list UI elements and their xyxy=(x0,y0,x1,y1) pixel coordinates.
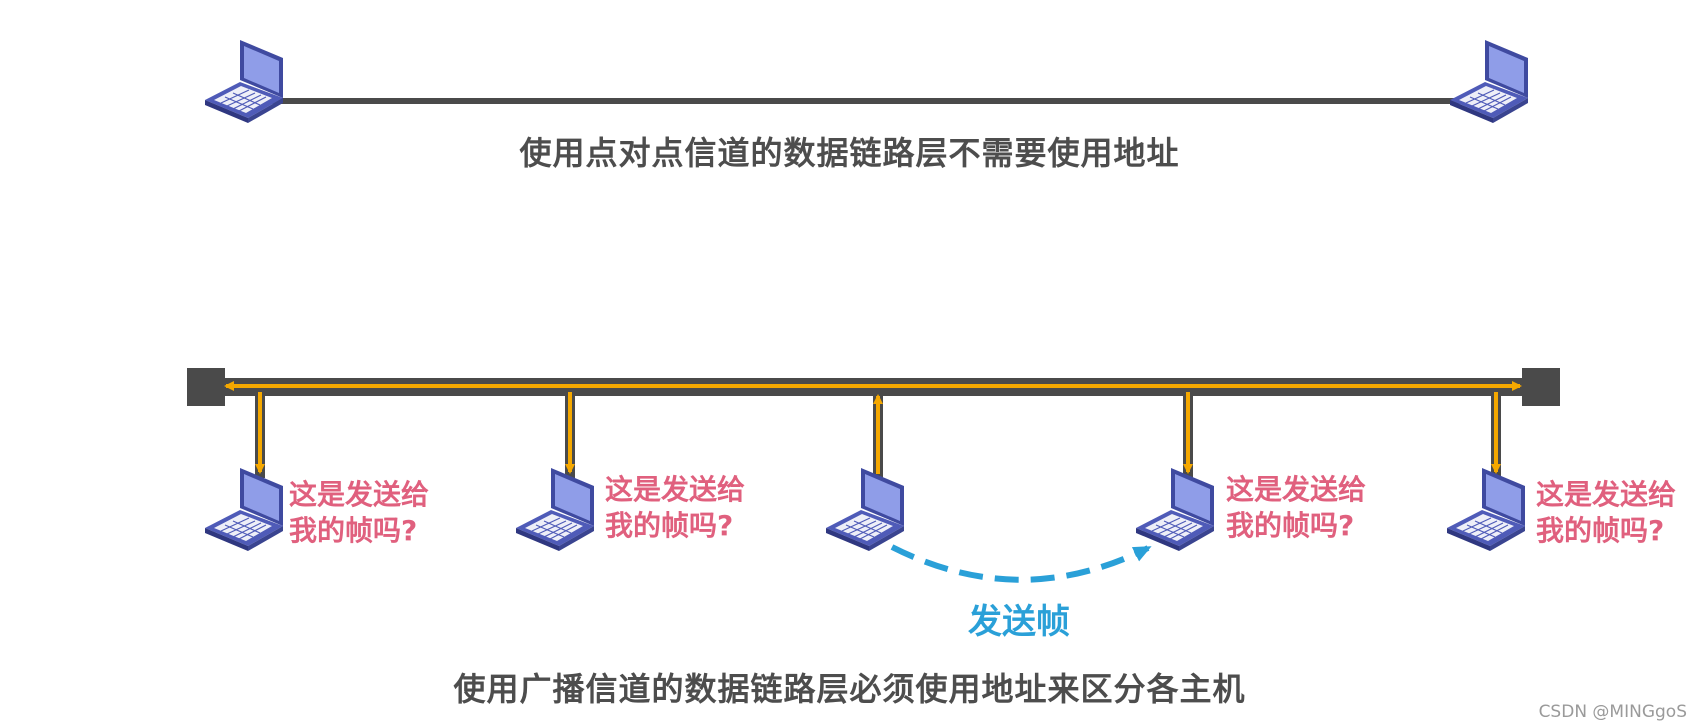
send-frame-arrow xyxy=(890,544,1152,583)
host-question: 这是发送给 我的帧吗? xyxy=(1536,477,1676,549)
laptop-icon xyxy=(1446,467,1526,552)
question-line-2: 我的帧吗? xyxy=(1536,514,1665,547)
watermark: CSDN @MINGgoS xyxy=(1538,702,1687,722)
question-line-1: 这是发送给 xyxy=(289,478,430,511)
question-line-1: 这是发送给 xyxy=(605,473,746,506)
laptop-icon-sender xyxy=(825,467,905,552)
host-question: 这是发送给 我的帧吗? xyxy=(289,477,429,549)
laptop-icon xyxy=(204,39,284,124)
laptop-icon xyxy=(1449,39,1529,124)
question-line-1: 这是发送给 xyxy=(1226,473,1367,506)
laptop-icon xyxy=(515,467,595,552)
question-line-2: 我的帧吗? xyxy=(289,514,418,547)
laptop-icon xyxy=(204,467,284,552)
terminator-icon xyxy=(1522,368,1560,406)
laptop-icon xyxy=(1135,467,1215,552)
host-question: 这是发送给 我的帧吗? xyxy=(605,472,745,544)
terminator-icon xyxy=(187,368,225,406)
question-line-2: 我的帧吗? xyxy=(605,509,734,542)
host-question: 这是发送给 我的帧吗? xyxy=(1226,472,1366,544)
question-line-1: 这是发送给 xyxy=(1536,478,1677,511)
point-to-point-caption: 使用点对点信道的数据链路层不需要使用地址 xyxy=(519,134,1180,172)
broadcast-caption: 使用广播信道的数据链路层必须使用地址来区分各主机 xyxy=(453,670,1246,708)
send-frame-label: 发送帧 xyxy=(968,602,1070,642)
question-line-2: 我的帧吗? xyxy=(1226,509,1355,542)
